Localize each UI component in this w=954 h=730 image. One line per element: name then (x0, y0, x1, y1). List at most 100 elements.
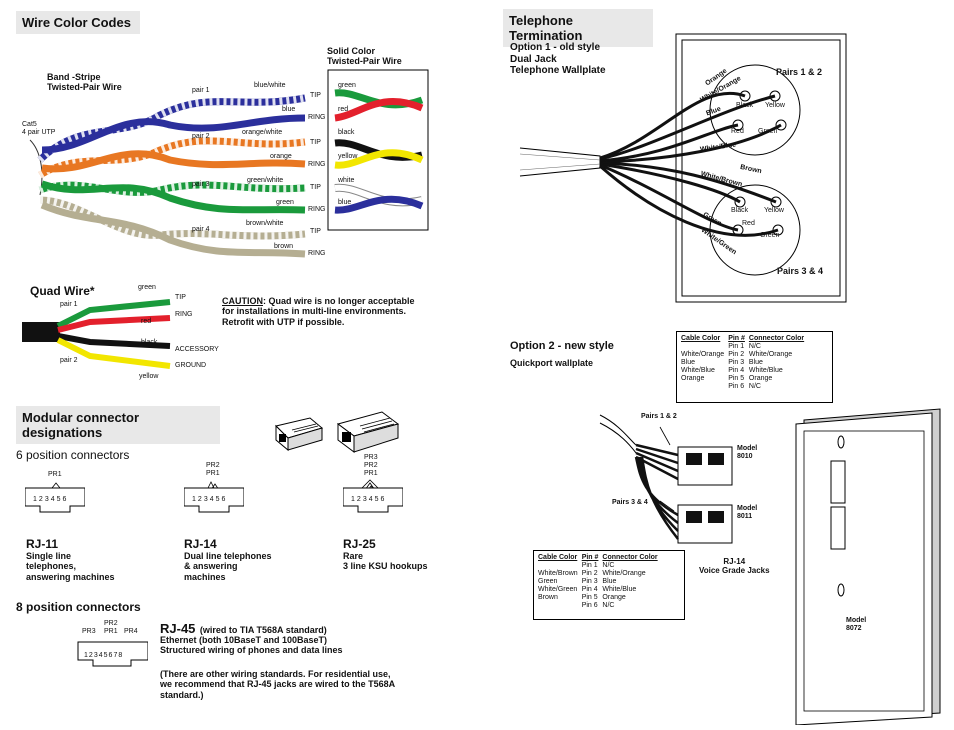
quad-wire-title: Quad Wire* (30, 284, 95, 298)
tip-label-1: TIP (310, 92, 321, 99)
pair1-label: pair 1 (192, 87, 210, 94)
solid-label-blue: blue (338, 199, 352, 206)
rj11-pins: 123456 (33, 496, 69, 503)
rj25-connector (343, 478, 403, 514)
model-8072: Model 8072 (846, 617, 867, 633)
stripe-label-1a: blue/white (254, 82, 286, 89)
terminal-yellow-bottom: Yellow (764, 207, 784, 214)
pairs12-label: Pairs 1 & 2 (776, 67, 823, 77)
rj45-pr3-label: PR3 (82, 628, 96, 635)
stripe-label-4a: brown/white (246, 220, 284, 227)
wallplate-old (500, 30, 850, 310)
caution-line3: Retrofit with UTP if possible. (222, 316, 345, 327)
tip-label-4: TIP (310, 228, 321, 235)
rj11-plug-icon (270, 408, 330, 452)
band-stripe-label: Band -Stripe Twisted-Pair Wire (47, 72, 122, 93)
quad-ground-label: GROUND (175, 362, 207, 369)
rj14-jacks-label: RJ-14 Voice Grade Jacks (699, 557, 770, 576)
rj45-name: RJ-45 (160, 621, 196, 636)
pair4-label: pair 4 (192, 226, 210, 233)
rj45-connector (76, 630, 148, 668)
quad-ring-label: RING (175, 311, 193, 318)
six-pos-label: 6 position connectors (16, 448, 130, 462)
terminal-red-top: Red (731, 128, 744, 135)
caution-line1: : Quad wire is no longer acceptable (263, 296, 415, 306)
quad-yellow-label: yellow (139, 373, 159, 380)
rj14-name: RJ-14 (184, 537, 217, 551)
wire-diagram (0, 0, 480, 270)
ring-label-1: RING (308, 114, 326, 121)
terminal-black-top: Black (736, 102, 754, 109)
solid-label-green: green (338, 82, 356, 89)
stripe-label-4b: brown (274, 243, 294, 250)
ring-label-3: RING (308, 206, 326, 213)
rj25-pins: 123456 (351, 496, 387, 503)
terminal-green-top: Green (758, 128, 778, 135)
stripe-label-3b: green (276, 199, 294, 206)
quickport-diagram (590, 395, 950, 725)
pair3-label: pair 3 (192, 181, 210, 188)
terminal-green-bottom: Green (760, 232, 780, 239)
rj25-name: RJ-25 (343, 537, 376, 551)
solid-label-red: red (338, 106, 349, 113)
option2-label: Option 2 - new style (510, 340, 614, 352)
caution-text: CAUTION: Quad wire is no longer acceptab… (222, 296, 462, 327)
solid-label-white: white (338, 177, 355, 184)
tip-label-2: TIP (310, 139, 321, 146)
quad-wire-diagram (0, 280, 220, 380)
quad-pair2-label: pair 2 (60, 357, 78, 364)
quad-black-label: black (141, 339, 158, 346)
stripe-label-3a: green/white (247, 177, 284, 184)
stripe-label-1b: blue (282, 106, 296, 113)
terminal-black-bottom: Black (731, 207, 749, 214)
rj45-pr1-label: PR1 (104, 628, 118, 635)
ring-label-4: RING (308, 250, 326, 257)
rj11-connector (25, 478, 85, 514)
rj45-plug-icon (332, 402, 412, 456)
modular-title: Modular connector designations (16, 406, 220, 444)
pair2-label: pair 2 (192, 133, 210, 140)
quad-green-label: green (138, 284, 156, 291)
solid-label-black: black (338, 129, 355, 136)
rj45-pr2-label: PR2 (104, 620, 118, 627)
model-8010: Model 8010 (737, 445, 758, 461)
rj14-pins: 123456 (192, 496, 228, 503)
solid-color-label: Solid Color Twisted-Pair Wire (327, 46, 402, 67)
stripe-label-2a: orange/white (242, 129, 283, 136)
quad-accessory-label: ACCESSORY (175, 346, 219, 353)
caution-line2: for installations in multi-line environm… (222, 306, 407, 317)
caution-label: CAUTION (222, 296, 263, 306)
rj45-desc: Ethernet (both 10BaseT and 100BaseT)Stru… (160, 635, 343, 656)
pairs34-b-label: Pairs 3 & 4 (612, 499, 648, 506)
rj14-connector (184, 478, 244, 514)
rj45-sub: (wired to TIA T568A standard) (199, 625, 327, 635)
terminal-yellow-top: Yellow (765, 102, 785, 109)
rj45-pr4-label: PR4 (124, 628, 138, 635)
quad-tip-label: TIP (175, 294, 186, 301)
pairs34-label: Pairs 3 & 4 (777, 266, 824, 276)
ring-label-2: RING (308, 161, 326, 168)
model-8011: Model 8011 (737, 505, 758, 521)
quad-pair1-label: pair 1 (60, 301, 78, 308)
rj11-name: RJ-11 (26, 537, 59, 551)
cat5-label: Cat5 4 pair UTP (22, 121, 56, 137)
quad-red-label: red (141, 318, 152, 325)
rj45-heading: RJ-45 (wired to TIA T568A standard) (160, 620, 327, 638)
rj45-note: (There are other wiring standards. For r… (160, 669, 396, 700)
rj11-pr-label: PR1 (48, 471, 62, 478)
tip-label-3: TIP (310, 184, 321, 191)
stripe-label-2b: orange (270, 153, 292, 160)
wire-color-codes-title: Wire Color Codes (16, 11, 140, 34)
terminal-red-bottom: Red (742, 220, 755, 227)
solid-label-yellow: yellow (338, 153, 358, 160)
telephone-title: Telephone Termination (503, 9, 653, 47)
